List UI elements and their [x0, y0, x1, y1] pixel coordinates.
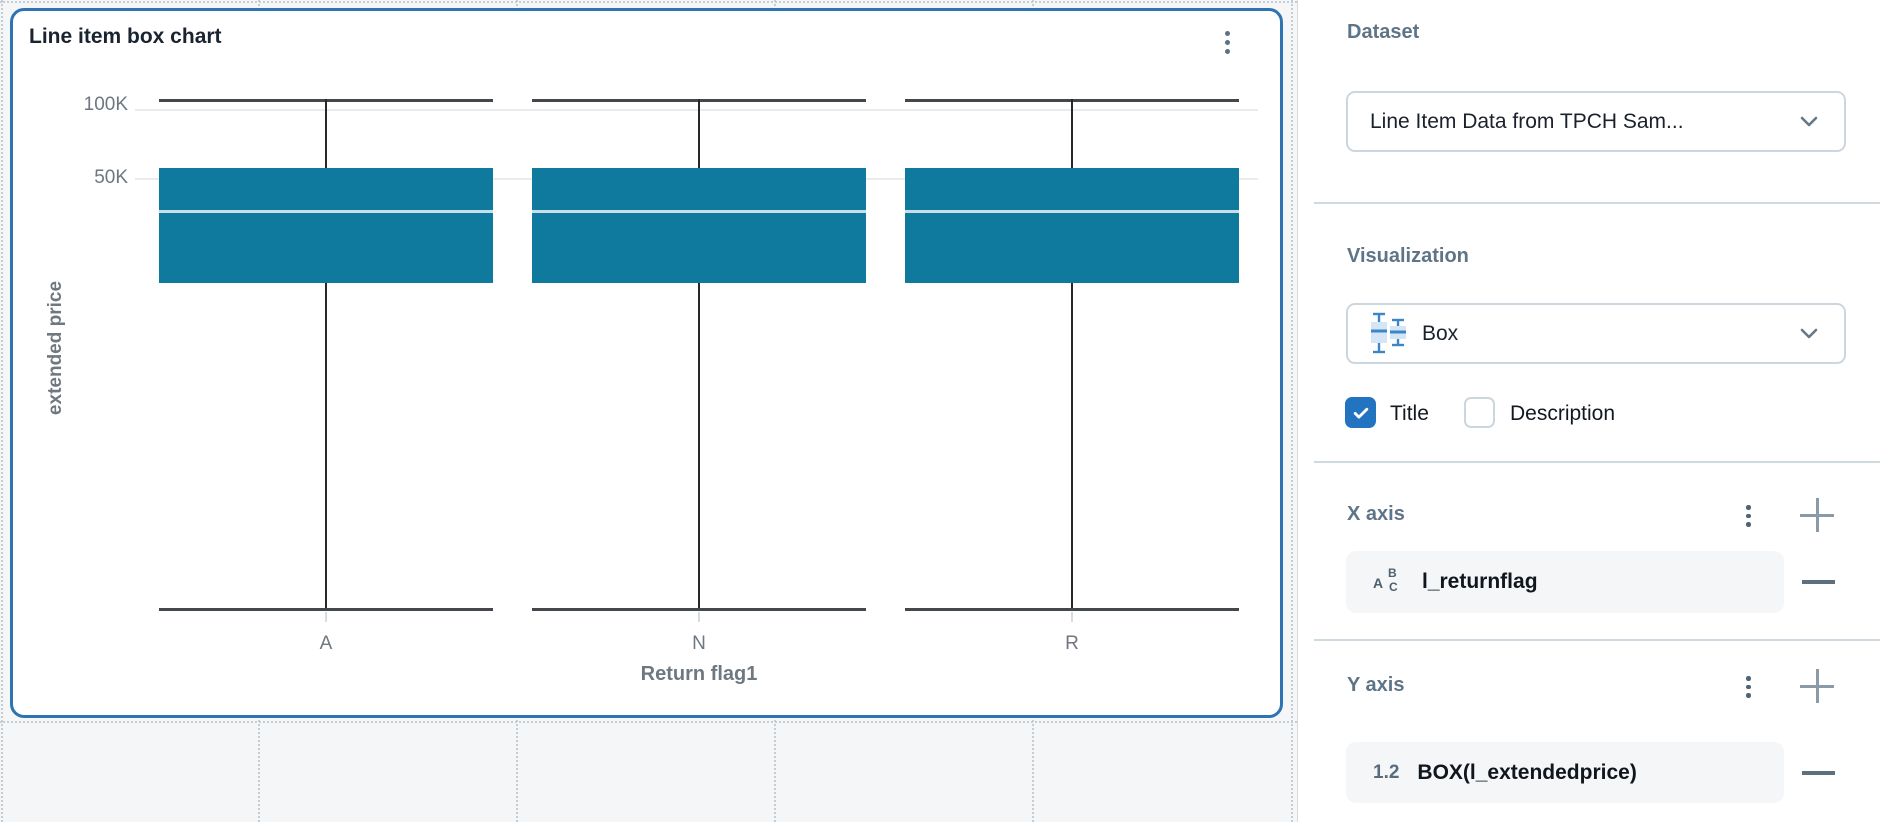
chevron-down-icon — [1800, 116, 1818, 127]
x-axis-title: Return flag1 — [640, 663, 758, 685]
median-line — [532, 210, 866, 213]
y-axis-field-pill[interactable]: 1.2 BOX(l_extendedprice) — [1346, 742, 1784, 803]
x-tick-mark — [698, 612, 700, 622]
y-axis-section-label: Y axis — [1347, 674, 1405, 696]
y-axis-remove-minus-icon[interactable] — [1802, 771, 1835, 775]
x-tick-mark — [325, 612, 327, 622]
description-checkbox-label[interactable]: Description — [1510, 402, 1616, 425]
whisker-line — [325, 99, 327, 168]
string-type-icon: A B C — [1373, 565, 1398, 594]
y-axis-add-plus-icon[interactable] — [1800, 669, 1834, 703]
divider — [1314, 461, 1880, 463]
numeric-type-icon: 1.2 — [1373, 761, 1400, 783]
x-axis-add-plus-icon[interactable] — [1800, 498, 1834, 532]
y-tick-label: 100K — [83, 94, 128, 115]
whisker-line — [698, 99, 700, 168]
median-line — [159, 210, 493, 213]
x-category-label: A — [319, 633, 333, 654]
x-category-label: R — [1065, 633, 1079, 654]
chart-widget-card[interactable]: Line item box chart 100K 50K extended pr… — [10, 8, 1283, 718]
chart-title: Line item box chart — [29, 25, 222, 48]
whisker-line — [698, 283, 700, 608]
whisker-cap-bottom — [159, 608, 493, 611]
whisker-line — [1071, 283, 1073, 608]
visualization-section-label: Visualization — [1347, 245, 1469, 267]
whisker-line — [1071, 99, 1073, 168]
config-panel: Dataset Line Item Data from TPCH Sam... … — [1297, 0, 1894, 822]
gridline-100k — [135, 109, 1258, 111]
x-axis-section-label: X axis — [1347, 503, 1405, 525]
divider — [1314, 639, 1880, 641]
x-axis-remove-minus-icon[interactable] — [1802, 580, 1835, 584]
canvas-grid-line — [1291, 0, 1293, 822]
check-icon — [1353, 407, 1368, 419]
y-axis-title: extended price — [45, 280, 66, 416]
widget-menu-kebab-icon[interactable] — [1225, 31, 1230, 54]
x-axis-field-name: l_returnflag — [1422, 570, 1538, 593]
dataset-section-label: Dataset — [1347, 21, 1420, 43]
canvas-grid-line — [0, 1, 1297, 3]
visualization-select-value: Box — [1422, 321, 1459, 345]
y-axis-menu-kebab-icon[interactable] — [1746, 676, 1751, 698]
x-axis-field-pill[interactable]: A B C l_returnflag — [1346, 551, 1784, 613]
box-plot-icon — [1368, 311, 1408, 357]
dataset-select-value: Line Item Data from TPCH Sam... — [1370, 109, 1684, 133]
chevron-down-icon — [1800, 328, 1818, 339]
whisker-cap-bottom — [532, 608, 866, 611]
x-tick-mark — [1071, 612, 1073, 622]
canvas-grid-line — [1, 0, 3, 822]
whisker-line — [325, 283, 327, 608]
x-axis-menu-kebab-icon[interactable] — [1746, 505, 1751, 527]
x-category-label: N — [692, 633, 706, 654]
title-checkbox[interactable] — [1345, 397, 1376, 428]
canvas-grid-line — [0, 721, 1297, 723]
description-checkbox[interactable] — [1464, 397, 1495, 428]
dataset-select[interactable]: Line Item Data from TPCH Sam... — [1346, 91, 1846, 152]
title-checkbox-label[interactable]: Title — [1390, 402, 1429, 425]
y-axis-field-name: BOX(l_extendedprice) — [1417, 760, 1637, 784]
whisker-cap-bottom — [905, 608, 1239, 611]
box — [532, 168, 866, 283]
divider — [1314, 202, 1880, 204]
median-line — [905, 210, 1239, 213]
box — [159, 168, 493, 283]
visualization-select[interactable]: Box — [1346, 303, 1846, 364]
box — [905, 168, 1239, 283]
y-tick-label: 50K — [94, 167, 128, 188]
